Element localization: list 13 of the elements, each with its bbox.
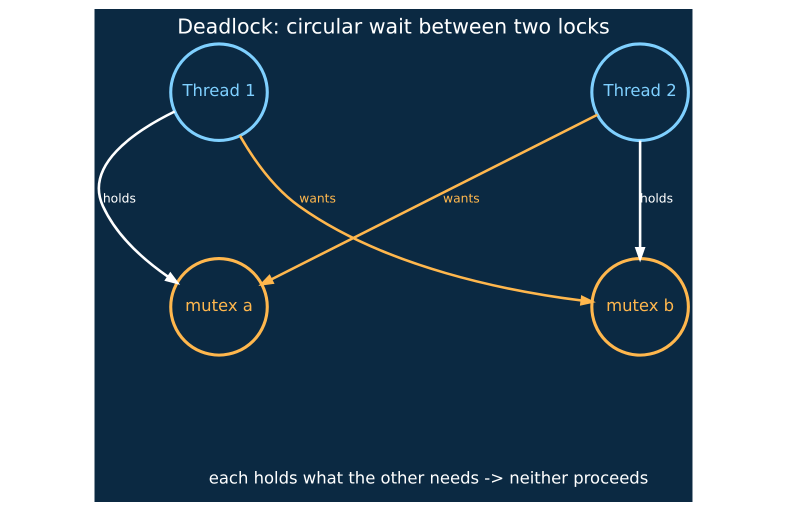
- arrow: [258, 113, 598, 286]
- node-circle: mutex b: [590, 256, 690, 356]
- arrow: [98, 110, 180, 284]
- edge-label: wants: [443, 191, 480, 206]
- arrow: [238, 134, 596, 306]
- node-circle: Thread 2: [590, 42, 690, 142]
- caption: each holds what the other needs -> neither proceeds: [208, 468, 648, 487]
- node-circle: mutex a: [169, 256, 269, 356]
- node-circle: Thread 1: [169, 42, 269, 142]
- arrow: [634, 140, 646, 262]
- edge-label: holds: [102, 191, 136, 206]
- diagram-title: Deadlock: circular wait between two locks: [177, 14, 610, 38]
- edge-label: wants: [299, 191, 336, 206]
